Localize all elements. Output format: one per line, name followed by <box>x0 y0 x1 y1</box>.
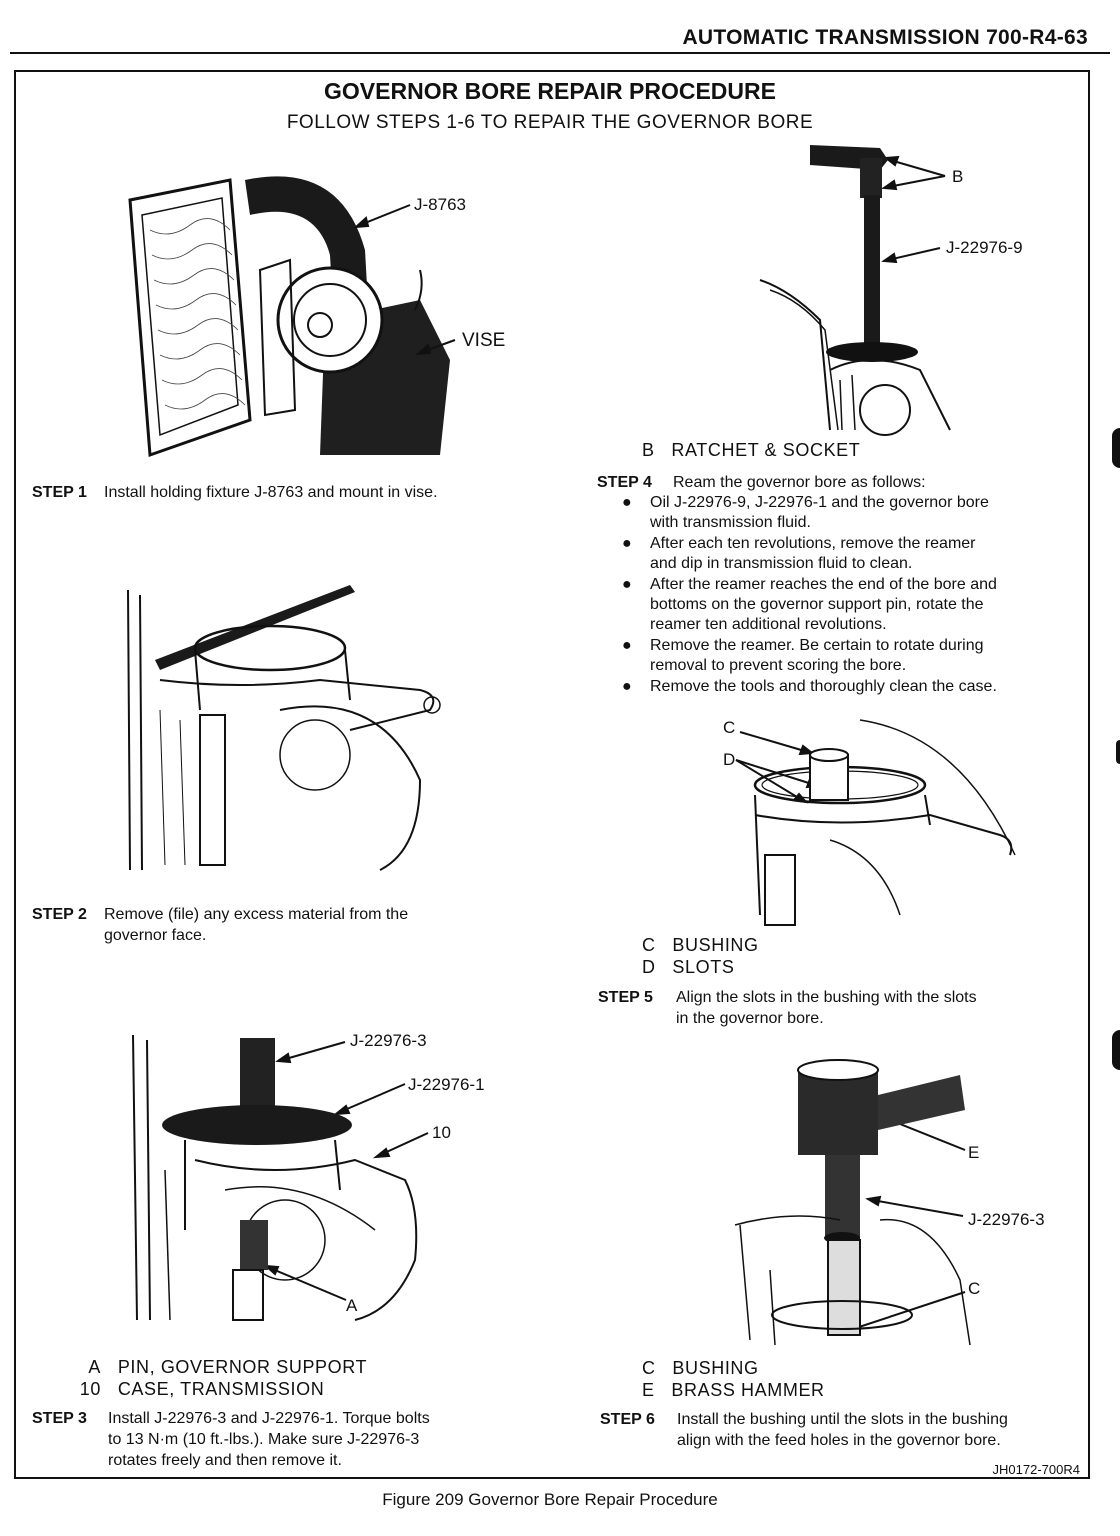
step2-text: STEP 2 Remove (file) any excess material … <box>32 904 408 946</box>
callout-vise: VISE <box>462 330 506 351</box>
figure-caption: Figure 209 Governor Bore Repair Procedur… <box>382 1490 718 1509</box>
callout-j22976-9: J-22976-9 <box>946 238 1023 257</box>
list-item: ●After each ten revolutions, remove the … <box>622 535 976 572</box>
callout-e: E <box>968 1143 980 1162</box>
bullet-icon: ● <box>622 535 632 552</box>
step1-illustration <box>128 176 450 458</box>
step2-label: STEP 2 <box>32 906 87 923</box>
bullet-icon: ● <box>622 637 632 654</box>
binding-tab <box>1112 1030 1120 1070</box>
list-item: ●After the reamer reaches the end of the… <box>622 576 997 633</box>
callout-j8763: J-8763 <box>414 195 466 214</box>
list-item: ●Oil J-22976-9, J-22976-1 and the govern… <box>622 494 989 531</box>
legend-row: A PIN, GOVERNOR SUPPORT <box>88 1357 368 1377</box>
legend-row: 10 CASE, TRANSMISSION <box>79 1379 325 1399</box>
figure-frame <box>14 70 1090 1479</box>
bullet-icon: ● <box>622 576 632 593</box>
callout-j22976-3-step6: J-22976-3 <box>968 1210 1045 1229</box>
header-rule <box>10 52 1110 54</box>
step1-label: STEP 1 <box>32 484 87 501</box>
callout-c-step6: C <box>968 1279 981 1298</box>
step4-text: STEP 4 Ream the governor bore as follows: <box>597 472 926 493</box>
page-header: AUTOMATIC TRANSMISSION 700-R4-63 <box>682 26 1088 49</box>
step4-illustration <box>759 145 951 436</box>
step4-bullets: ●Oil J-22976-9, J-22976-1 and the govern… <box>622 493 1072 697</box>
step4-label: STEP 4 <box>597 474 652 491</box>
step6-legend: C BUSHING E BRASS HAMMER <box>642 1357 825 1401</box>
legend-row: E BRASS HAMMER <box>642 1380 825 1400</box>
legend-text: RATCHET & SOCKET <box>671 440 861 460</box>
bullet-icon: ● <box>622 678 632 695</box>
procedure-title: GOVERNOR BORE REPAIR PROCEDURE <box>324 78 776 104</box>
legend-row: C BUSHING <box>642 935 759 955</box>
list-item: ●Remove the reamer. Be certain to rotate… <box>622 637 984 674</box>
step5-illustration <box>753 719 1016 926</box>
callout-j22976-1: J-22976-1 <box>408 1075 485 1094</box>
step2-instruction-2: governor face. <box>104 927 207 944</box>
legend-row: D SLOTS <box>642 957 735 977</box>
binding-tab <box>1112 428 1120 468</box>
step3-illustration <box>132 1034 418 1321</box>
callout-10: 10 <box>432 1123 451 1142</box>
callout-b: B <box>952 167 964 186</box>
procedure-subtitle: FOLLOW STEPS 1-6 TO REPAIR THE GOVERNOR … <box>286 112 814 133</box>
binding-tab <box>1116 740 1120 764</box>
step2-instruction-1: Remove (file) any excess material from t… <box>104 906 409 923</box>
figure-code: JH0172-700R4 <box>992 1462 1080 1477</box>
step3-label: STEP 3 <box>32 1410 87 1427</box>
step1-text: STEP 1 Install holding fixture J-8763 and… <box>32 482 438 503</box>
step5-label: STEP 5 <box>598 989 653 1006</box>
callout-c: C <box>723 718 736 737</box>
callout-a: A <box>346 1296 358 1315</box>
list-item: ●Remove the tools and thoroughly clean t… <box>622 678 997 695</box>
step3-legend: A PIN, GOVERNOR SUPPORT 10 CASE, TRANSMI… <box>65 1356 367 1400</box>
bullet-icon: ● <box>622 494 632 511</box>
step5-legend: C BUSHING D SLOTS <box>642 934 759 978</box>
step6-label: STEP 6 <box>600 1411 655 1428</box>
legend-row: C BUSHING <box>642 1358 759 1378</box>
step4-legend: B RATCHET & SOCKET <box>642 440 860 461</box>
callout-j22976-3: J-22976-3 <box>350 1031 427 1050</box>
step1-instruction: Install holding fixture J-8763 and mount… <box>104 484 438 501</box>
step4-intro: Ream the governor bore as follows: <box>673 474 926 491</box>
step2-illustration <box>127 585 441 871</box>
callout-d: D <box>723 750 736 769</box>
step6-illustration <box>734 1059 971 1346</box>
legend-key: B <box>642 440 655 460</box>
